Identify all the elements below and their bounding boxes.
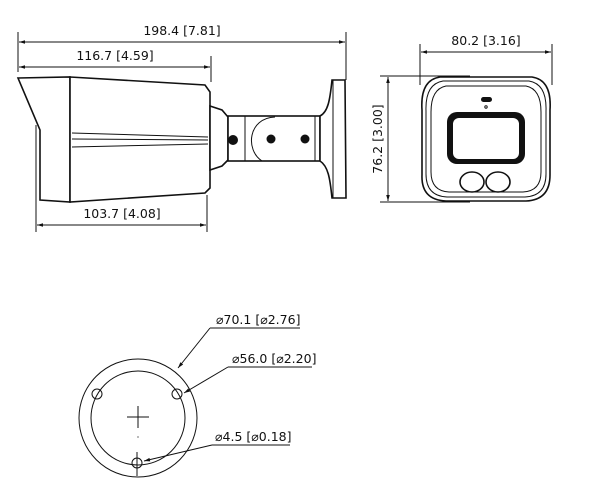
front-view: 80.2 [3.16] 76.2 [3.00] bbox=[370, 33, 553, 203]
overall-length-label: 198.4 [7.81] bbox=[143, 23, 220, 38]
body-length-label: 103.7 [4.08] bbox=[83, 206, 160, 221]
screw-icon bbox=[300, 134, 310, 144]
hole-diameter-label: ⌀4.5 [⌀0.18] bbox=[215, 429, 292, 444]
ir-led bbox=[459, 171, 485, 193]
screw-icon bbox=[266, 134, 276, 144]
bracket-joint bbox=[209, 104, 229, 172]
hole-circle bbox=[90, 370, 186, 466]
housing-length-label: 116.7 [4.59] bbox=[76, 48, 153, 63]
screw-icon bbox=[228, 135, 238, 145]
mount-plate-view: ⌀70.1 [⌀2.76] ⌀56.0 [⌀2.20] ⌀4.5 [⌀0.18] bbox=[78, 312, 316, 478]
mount-hole bbox=[91, 388, 103, 400]
hole-circle-diameter-label: ⌀56.0 [⌀2.20] bbox=[232, 351, 316, 366]
mount-plate-outer bbox=[78, 358, 198, 478]
height-label: 76.2 [3.00] bbox=[370, 104, 385, 173]
width-label: 80.2 [3.16] bbox=[451, 33, 520, 48]
ir-led bbox=[485, 171, 511, 193]
side-view: 198.4 [7.81] 116.7 [4.59] 103.7 [4.08] bbox=[16, 23, 347, 232]
mount-hole bbox=[171, 388, 183, 400]
outer-diameter-label: ⌀70.1 [⌀2.76] bbox=[216, 312, 300, 327]
sunshield bbox=[16, 76, 71, 203]
